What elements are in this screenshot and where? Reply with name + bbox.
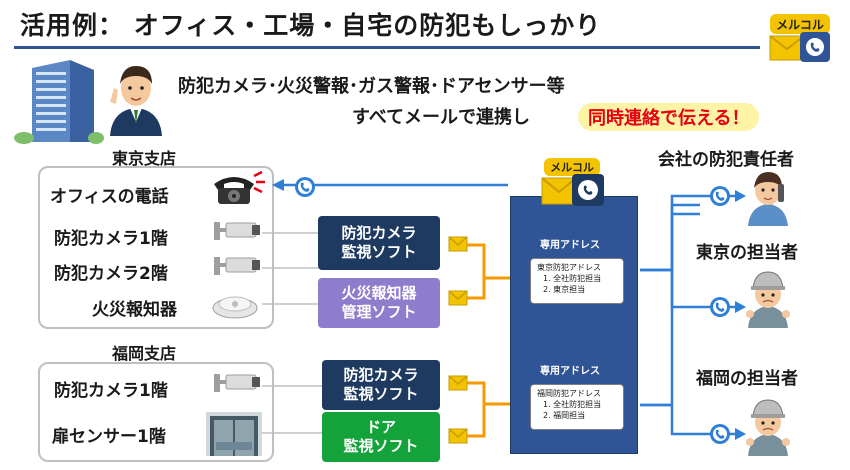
smoke-detector-icon xyxy=(212,296,258,319)
tokyo-device-camera-2f: 防犯カメラ2階 xyxy=(54,264,168,284)
phone-call-icon xyxy=(710,186,730,206)
tokyo-address-card: 東京防犯アドレス 1. 全社防犯担当 2. 東京担当 xyxy=(530,258,624,304)
security-camera-icon xyxy=(214,257,260,275)
phone-call-icon xyxy=(710,424,730,444)
tokyo-branch-title: 東京支店 xyxy=(112,149,177,168)
brand-logo-text: メルコル xyxy=(770,14,830,34)
mail-icon xyxy=(448,236,468,252)
tokyo-device-camera-1f: 防犯カメラ1階 xyxy=(54,229,168,249)
brand-logo: メルコル xyxy=(764,14,836,64)
worker-helmet-icon xyxy=(746,399,790,456)
presenter-businessman-icon xyxy=(110,66,162,136)
ringing-phone-icon xyxy=(214,170,265,204)
software-line-1: ドア xyxy=(365,418,396,436)
fukuoka-device-camera-1f: 防犯カメラ1階 xyxy=(54,381,168,401)
manager-on-phone-icon xyxy=(748,172,788,226)
address-card-item: 1. 全社防犯担当 xyxy=(543,400,602,409)
intro-line-1: 防犯カメラ･火災警報･ガス警報･ドアセンサー等 xyxy=(178,76,565,97)
software-line-2: 管理ソフト xyxy=(341,303,417,321)
phone-call-icon xyxy=(710,297,730,317)
software-line-2: 監視ソフト xyxy=(343,437,419,455)
tokyo-fire-software: 火災報知器 管理ソフト xyxy=(318,278,440,328)
mail-icon xyxy=(448,375,468,391)
mail-phone-icon xyxy=(769,32,830,62)
software-line-2: 監視ソフト xyxy=(341,243,417,261)
software-line-1: 火災報知器 xyxy=(341,284,417,302)
software-line-2: 監視ソフト xyxy=(343,385,419,403)
server-logo: メルコル xyxy=(534,158,614,212)
address-card-title: 東京防犯アドレス xyxy=(537,263,601,272)
mail-icon xyxy=(448,290,468,306)
fukuoka-device-door-sensor-1f: 扉センサー1階 xyxy=(52,427,166,447)
office-building-icon xyxy=(14,60,104,144)
mail-phone-icon xyxy=(541,174,604,206)
recipient-tokyo-staff: 東京の担当者 xyxy=(696,243,798,263)
address-card-item: 2. 福岡担当 xyxy=(543,411,586,420)
tokyo-device-fire-alarm: 火災報知器 xyxy=(92,300,177,320)
glass-door-icon xyxy=(206,412,262,456)
tokyo-device-office-phone: オフィスの電話 xyxy=(50,187,169,207)
upper-address-label: 専用アドレス xyxy=(540,240,600,251)
intro-highlight: 同時連絡で伝える！ xyxy=(578,103,760,131)
software-line-1: 防犯カメラ xyxy=(341,224,417,242)
address-card-item: 1. 全社防犯担当 xyxy=(543,274,602,283)
tokyo-camera-software: 防犯カメラ 監視ソフト xyxy=(318,216,440,270)
page-title: 活用例： オフィス・工場・自宅の防犯もしっかり xyxy=(20,11,602,40)
title-underline xyxy=(14,46,760,49)
software-line-1: 防犯カメラ xyxy=(343,366,419,384)
fukuoka-branch-title: 福岡支店 xyxy=(112,344,177,363)
fukuoka-address-card: 福岡防犯アドレス 1. 全社防犯担当 2. 福岡担当 xyxy=(530,384,624,430)
intro-line-2: すべてメールで連携し xyxy=(352,107,531,128)
phone-call-icon xyxy=(295,177,315,197)
security-camera-icon xyxy=(214,222,260,240)
recipient-fukuoka-staff: 福岡の担当者 xyxy=(696,369,798,389)
address-card-title: 福岡防犯アドレス xyxy=(537,389,601,398)
security-camera-icon xyxy=(214,374,260,392)
recipient-security-manager: 会社の防犯責任者 xyxy=(658,150,794,170)
mail-icon xyxy=(448,428,468,444)
fukuoka-camera-software: 防犯カメラ 監視ソフト xyxy=(322,360,440,410)
server-logo-text: メルコル xyxy=(544,158,600,176)
worker-helmet-icon xyxy=(746,271,790,328)
lower-address-label: 専用アドレス xyxy=(540,366,600,377)
fukuoka-door-software: ドア 監視ソフト xyxy=(322,412,440,462)
address-card-item: 2. 東京担当 xyxy=(543,285,586,294)
